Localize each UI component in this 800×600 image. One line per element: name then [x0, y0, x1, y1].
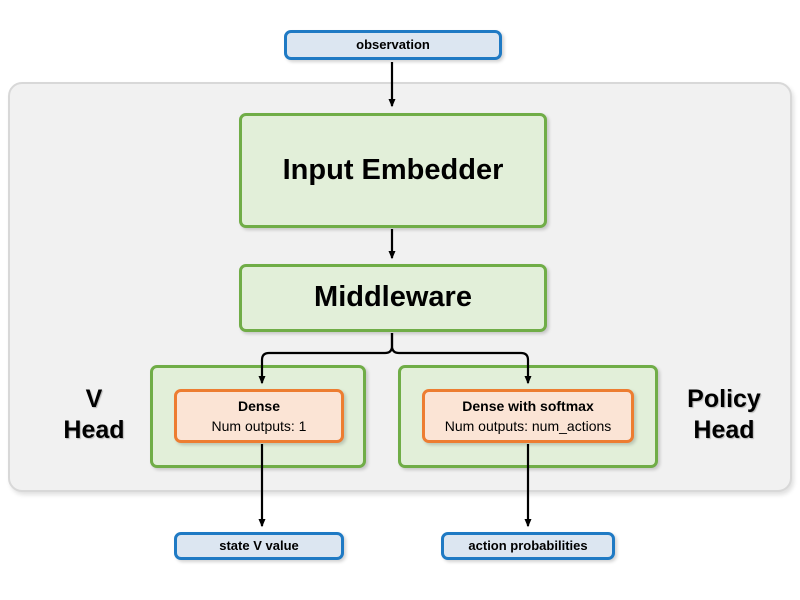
node-v-head-dense-subtitle: Num outputs: 1 — [211, 417, 307, 434]
label-v-head-line1: V — [85, 385, 103, 413]
node-action-probabilities-label: action probabilities — [468, 537, 588, 553]
node-state-v-value[interactable]: state V value — [174, 532, 344, 560]
node-policy-head-dense[interactable]: Dense with softmax Num outputs: num_acti… — [422, 389, 634, 443]
node-middleware-label: Middleware — [314, 281, 472, 314]
node-observation[interactable]: observation — [284, 30, 502, 60]
node-state-v-value-label: state V value — [219, 537, 299, 553]
label-policy-head: Policy Head — [664, 384, 784, 445]
label-v-head-line2: Head — [63, 415, 125, 444]
node-policy-head-dense-subtitle: Num outputs: num_actions — [444, 417, 612, 434]
label-policy-head-line2: Head — [693, 415, 755, 444]
label-v-head: V Head — [40, 384, 148, 445]
node-v-head-dense[interactable]: Dense Num outputs: 1 — [174, 389, 344, 443]
node-action-probabilities[interactable]: action probabilities — [441, 532, 615, 560]
node-input-embedder-label: Input Embedder — [282, 153, 504, 186]
node-policy-head-dense-title: Dense with softmax — [462, 398, 594, 415]
node-input-embedder[interactable]: Input Embedder — [239, 113, 547, 228]
label-policy-head-line1: Policy — [687, 385, 761, 413]
node-v-head-dense-title: Dense — [237, 398, 281, 415]
node-observation-label: observation — [356, 36, 430, 52]
node-middleware[interactable]: Middleware — [239, 264, 547, 332]
